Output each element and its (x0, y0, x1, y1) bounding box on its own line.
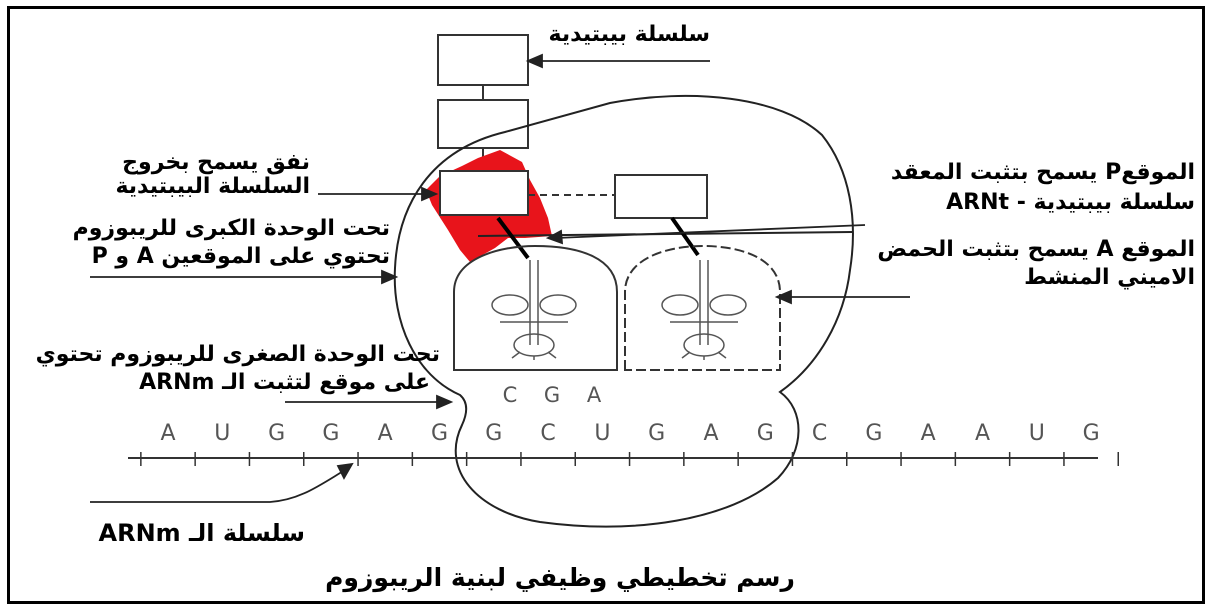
mrna-base: G (865, 421, 882, 446)
a-site-chamber (624, 244, 781, 371)
mrna-base: A (975, 421, 990, 446)
mrna-base: G (268, 421, 285, 446)
label-a-site-1: الموقع A يسمح بتثبت الحمض (877, 237, 1195, 262)
trna-bond-a (670, 216, 700, 257)
amino-acid-box-1 (437, 34, 529, 86)
diagram-caption: رسم تخطيطي وظيفي لبنية الريبوزوم (325, 563, 795, 592)
mrna-base: G (648, 421, 665, 446)
mrna-base: U (594, 421, 610, 446)
pointers (90, 53, 910, 503)
label-small-subunit-2: على موقع لتثبت الـ ARNm (139, 370, 430, 395)
mrna-base: A (921, 421, 936, 446)
amino-acid-box-2 (437, 99, 529, 149)
trna-bond-p (496, 216, 530, 260)
mrna-base: U (1029, 421, 1045, 446)
label-a-site-2: الاميني المنشط (1024, 265, 1195, 290)
peptide-chain (437, 34, 529, 172)
label-mrna-chain: سلسلة الـ ARNm (98, 519, 305, 547)
anticodon-base: A (587, 383, 602, 407)
mrna-base: C (812, 421, 827, 446)
mrna-base: C (540, 421, 555, 446)
mrna-base: A (703, 421, 718, 446)
mrna-base: U (214, 421, 230, 446)
pointer-mrna (90, 469, 346, 503)
anticodon-base: G (544, 383, 560, 407)
p-site-chamber (453, 244, 618, 371)
mrna-base: G (757, 421, 774, 446)
label-peptide-chain: سلسلة بيبتيدية (548, 22, 710, 47)
label-large-subunit-1: تحت الوحدة الكبرى للريبوزوم (72, 216, 390, 241)
pointer-p-site (555, 224, 866, 239)
mrna-base: A (378, 421, 393, 446)
label-small-subunit-1: تحت الوحدة الصغرى للريبوزوم تحتوي (35, 342, 440, 367)
amino-acid-box-a-site (614, 174, 708, 219)
mrna-base: G (322, 421, 339, 446)
mrna-base: G (431, 421, 448, 446)
mrna-ticks (140, 452, 1119, 466)
label-p-site-1: الموقعP يسمح بتثبت المعقد (890, 160, 1195, 185)
label-tunnel-1: نفق يسمح بخروج (122, 150, 310, 175)
ribosome-outline (393, 94, 854, 528)
label-p-site-2: سلسلة بيبتيدية - ARNt (946, 190, 1195, 215)
trna-a (661, 260, 747, 360)
trna-p (491, 260, 577, 360)
mrna-base: G (1083, 421, 1100, 446)
mrna-base: A (160, 421, 175, 446)
amino-acid-box-3 (439, 170, 529, 216)
label-tunnel-2: السلسلة البيبتيدية (115, 174, 310, 199)
mrna-base: G (485, 421, 502, 446)
diagram-frame (7, 6, 1205, 604)
anticodon-base: C (503, 383, 518, 407)
label-large-subunit-2: تحتوي على الموقعين A و P (91, 244, 390, 269)
